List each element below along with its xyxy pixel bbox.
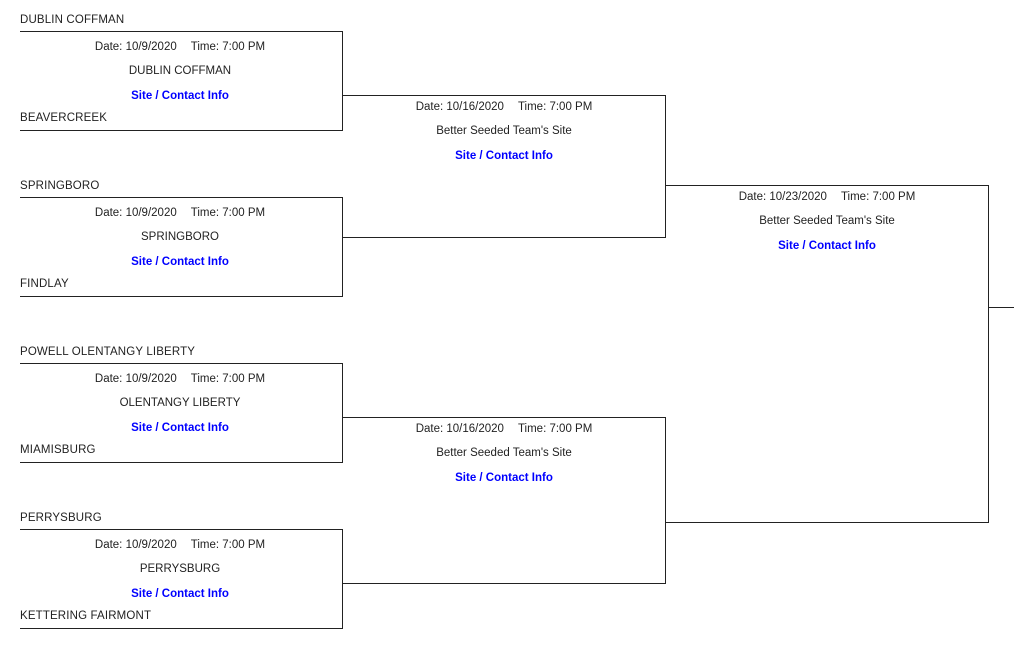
game-datetime: Date: 10/16/2020 Time: 7:00 PM [404,422,604,436]
game-datetime: Date: 10/9/2020 Time: 7:00 PM [80,206,280,220]
game-right-border [342,529,343,628]
game-bottom-border [20,296,343,297]
game-top-border [20,363,343,364]
game-link-wrap: Site / Contact Info [80,88,280,103]
game-right-border [342,363,343,462]
game-time: Time: 7:00 PM [517,101,593,113]
seed-label-top: DUBLIN COFFMAN [20,14,125,26]
game-time: Time: 7:00 PM [190,539,266,551]
seed-label-bottom: FINDLAY [20,278,69,290]
site-contact-info-link[interactable]: Site / Contact Info [778,240,876,252]
site-contact-info-link[interactable]: Site / Contact Info [131,256,229,268]
game-bottom-border [20,628,343,629]
game-link-wrap: Site / Contact Info [80,420,280,435]
champion-connector [988,307,1014,308]
game-site: OLENTANGY LIBERTY [119,397,241,409]
game-right-border [665,95,666,237]
game-top-border [20,197,343,198]
game-datetime: Date: 10/9/2020 Time: 7:00 PM [80,538,280,552]
game-datetime: Date: 10/23/2020 Time: 7:00 PM [727,190,927,204]
game-bottom-border [342,237,666,238]
site-contact-info-link[interactable]: Site / Contact Info [455,150,553,162]
game-bottom-border [665,522,989,523]
seed-label-top: POWELL OLENTANGY LIBERTY [20,346,196,358]
game-date: Date: 10/23/2020 [738,191,827,203]
game-time: Time: 7:00 PM [840,191,916,203]
game-time: Time: 7:00 PM [190,373,266,385]
site-contact-info-link[interactable]: Site / Contact Info [131,422,229,434]
game-right-border [342,31,343,130]
game-right-border [665,417,666,583]
site-contact-info-link[interactable]: Site / Contact Info [455,472,553,484]
game-date: Date: 10/9/2020 [94,207,177,219]
game-top-border [342,417,666,418]
game-date: Date: 10/9/2020 [94,373,177,385]
game-time: Time: 7:00 PM [190,41,266,53]
game-site: Better Seeded Team's Site [436,447,572,459]
game-datetime: Date: 10/9/2020 Time: 7:00 PM [80,40,280,54]
game-top-border [20,529,343,530]
game-right-border [342,197,343,296]
game-link-wrap: Site / Contact Info [404,148,604,163]
seed-label-top: PERRYSBURG [20,512,102,524]
game-time: Time: 7:00 PM [190,207,266,219]
game-site: SPRINGBORO [141,231,219,243]
game-bottom-border [20,462,343,463]
site-contact-info-link[interactable]: Site / Contact Info [131,90,229,102]
game-link-wrap: Site / Contact Info [80,254,280,269]
seed-label-bottom: BEAVERCREEK [20,112,108,124]
game-link-wrap: Site / Contact Info [727,238,927,253]
game-right-border [988,185,989,522]
game-top-border [342,95,666,96]
game-link-wrap: Site / Contact Info [80,586,280,601]
game-site: Better Seeded Team's Site [759,215,895,227]
game-link-wrap: Site / Contact Info [404,470,604,485]
game-top-border [20,31,343,32]
game-time: Time: 7:00 PM [517,423,593,435]
game-site: PERRYSBURG [139,563,221,575]
game-date: Date: 10/16/2020 [415,101,504,113]
game-site: Better Seeded Team's Site [436,125,572,137]
game-datetime: Date: 10/16/2020 Time: 7:00 PM [404,100,604,114]
seed-label-bottom: KETTERING FAIRMONT [20,610,152,622]
game-date: Date: 10/9/2020 [94,539,177,551]
seed-label-bottom: MIAMISBURG [20,444,96,456]
game-top-border [665,185,989,186]
seed-label-top: SPRINGBORO [20,180,100,192]
game-date: Date: 10/16/2020 [415,423,504,435]
game-site: DUBLIN COFFMAN [128,65,232,77]
site-contact-info-link[interactable]: Site / Contact Info [131,588,229,600]
game-datetime: Date: 10/9/2020 Time: 7:00 PM [80,372,280,386]
game-date: Date: 10/9/2020 [94,41,177,53]
game-bottom-border [342,583,666,584]
game-bottom-border [20,130,343,131]
